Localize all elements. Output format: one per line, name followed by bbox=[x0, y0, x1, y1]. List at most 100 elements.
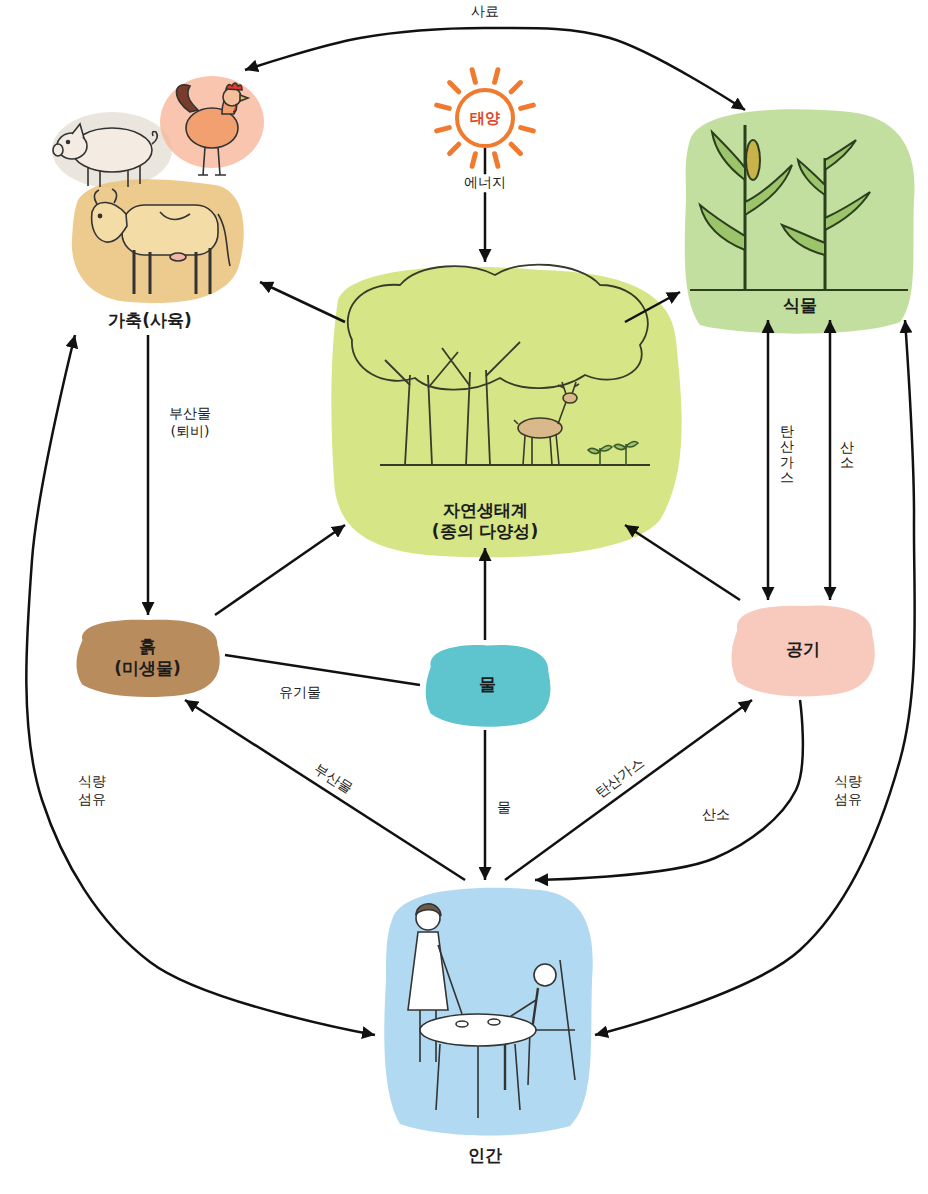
tree-figure bbox=[385, 342, 520, 388]
people-figure bbox=[534, 964, 556, 986]
connector bbox=[215, 525, 345, 615]
seedlings bbox=[614, 444, 626, 449]
seedlings bbox=[588, 448, 600, 453]
tree-figure bbox=[348, 265, 648, 390]
livestock-art bbox=[160, 76, 264, 168]
deer-figure bbox=[558, 382, 579, 394]
human-art bbox=[384, 888, 592, 1136]
ecosystem-art bbox=[331, 265, 681, 558]
connector-label: 에너지 bbox=[461, 174, 509, 192]
connector bbox=[185, 700, 465, 880]
cow-figure bbox=[98, 214, 101, 217]
seedlings bbox=[600, 446, 612, 451]
tree-figure bbox=[405, 370, 490, 465]
connector-label: 사료 bbox=[471, 3, 499, 21]
leaf-plant bbox=[782, 140, 870, 290]
pig-figure bbox=[53, 124, 157, 187]
node-label: 인간 bbox=[468, 1145, 502, 1166]
node-label: 공기 bbox=[786, 639, 820, 660]
node-texts: 식물 bbox=[783, 295, 817, 316]
connector bbox=[147, 335, 150, 615]
connector-label: 식량 섬유 bbox=[75, 773, 109, 808]
node-label: 물 bbox=[479, 674, 496, 695]
seedlings bbox=[626, 442, 638, 447]
sun-rays bbox=[511, 144, 520, 153]
connectors bbox=[26, 28, 914, 1035]
connector bbox=[505, 700, 752, 880]
tree-figure bbox=[380, 464, 650, 466]
sun-rays bbox=[437, 128, 450, 131]
node-label: 가축(사육) bbox=[108, 310, 192, 331]
people-figure bbox=[456, 1021, 468, 1027]
connector bbox=[595, 320, 915, 1035]
cow-figure bbox=[134, 248, 210, 294]
people-figure bbox=[508, 1000, 536, 1018]
sun-rays bbox=[495, 154, 498, 167]
node-texts: 공기 bbox=[786, 639, 820, 660]
connector-label: 산소 bbox=[840, 440, 854, 471]
cow-figure bbox=[92, 202, 127, 242]
people-figure bbox=[488, 1019, 500, 1025]
rooster-figure bbox=[177, 83, 249, 175]
rooster-figure bbox=[233, 104, 237, 112]
connector bbox=[484, 548, 487, 640]
rooster-figure bbox=[240, 95, 248, 101]
node-label: 태양 bbox=[470, 109, 500, 128]
plant-art bbox=[685, 109, 915, 333]
ground-line bbox=[690, 289, 908, 291]
people-figure bbox=[438, 945, 462, 1014]
corn-plant bbox=[712, 132, 745, 180]
seedlings bbox=[588, 442, 638, 465]
rooster-figure bbox=[177, 85, 199, 112]
connector bbox=[484, 148, 487, 262]
pig-figure bbox=[88, 166, 140, 187]
node-label: 흙 (미생물) bbox=[108, 636, 186, 679]
sun-rays bbox=[495, 70, 498, 83]
sun-rays bbox=[472, 154, 475, 167]
cow-figure bbox=[94, 189, 116, 204]
leaf-plant bbox=[825, 192, 870, 230]
cow-figure bbox=[218, 214, 230, 266]
node-label: 자연생태계 (종의 다양성) bbox=[426, 500, 545, 543]
connector bbox=[535, 700, 803, 880]
sun-node: 태양 bbox=[455, 88, 515, 148]
livestock-art bbox=[72, 179, 244, 303]
cow-figure bbox=[122, 205, 218, 255]
connector bbox=[829, 320, 832, 600]
rooster-figure bbox=[226, 83, 242, 90]
ecosystem-art bbox=[331, 267, 681, 557]
people-figure bbox=[416, 904, 441, 916]
node-texts: 흙 (미생물) bbox=[108, 636, 186, 679]
node-texts: 물 bbox=[479, 674, 496, 695]
connector-label: 물 bbox=[497, 799, 511, 817]
connector bbox=[767, 320, 770, 600]
node-texts: 자연생태계 (종의 다양성) bbox=[426, 500, 545, 543]
livestock-art bbox=[52, 76, 264, 303]
livestock-node: 가축(사육) bbox=[40, 70, 260, 335]
sun-rays bbox=[472, 70, 475, 83]
connector bbox=[625, 292, 680, 322]
connector-label: 부산물 bbox=[311, 760, 356, 797]
human-node: 인간 bbox=[375, 880, 595, 1172]
ecosystem-node: 자연생태계 (종의 다양성) bbox=[345, 262, 625, 548]
plant-art bbox=[685, 109, 915, 333]
rooster-figure bbox=[198, 147, 226, 175]
connector-label: 부산물 (퇴비) bbox=[165, 405, 215, 440]
blob-shape bbox=[732, 605, 875, 696]
connector-label: 탄산가스 bbox=[592, 754, 648, 801]
connector bbox=[26, 335, 375, 1035]
node-texts: 인간 bbox=[468, 1145, 502, 1166]
connector bbox=[260, 282, 345, 322]
tree-figure bbox=[348, 265, 650, 465]
blob-shape bbox=[426, 645, 551, 727]
deer-figure bbox=[514, 382, 579, 465]
node-label: 식물 bbox=[783, 295, 817, 316]
people-figure bbox=[408, 932, 448, 1010]
plant-node: 식물 bbox=[680, 110, 920, 320]
leaf-plant bbox=[782, 225, 825, 255]
corn-plant bbox=[746, 140, 760, 180]
pig-figure bbox=[72, 124, 84, 138]
sun-rays bbox=[450, 144, 459, 153]
sun-rays bbox=[521, 105, 534, 108]
